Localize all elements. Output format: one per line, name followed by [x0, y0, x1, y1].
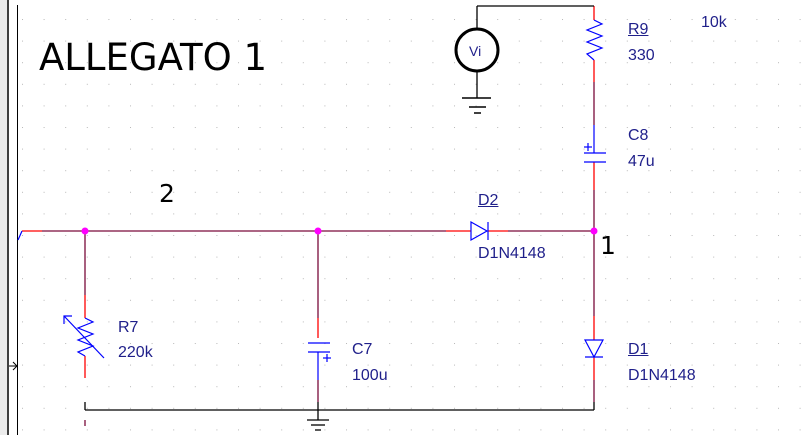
node-label-1: 1 — [600, 231, 616, 260]
voltage-source-vi[interactable] — [454, 27, 500, 73]
d2-value[interactable]: D1N4148 — [478, 245, 546, 262]
page-title: ALLEGATO 1 — [39, 36, 268, 79]
r7-value[interactable]: 220k — [118, 344, 153, 361]
c8-value[interactable]: 47u — [628, 153, 655, 170]
pins — [22, 6, 595, 380]
ground-icon-c7 — [307, 419, 329, 431]
capacitor-c7[interactable] — [308, 342, 331, 380]
d2-ref[interactable]: D2 — [478, 192, 499, 209]
diode-d1[interactable] — [584, 339, 604, 359]
capacitor-c8[interactable] — [584, 125, 606, 163]
ground-icon — [462, 97, 491, 114]
r9-extra-value[interactable]: 10k — [701, 14, 727, 31]
variable-resistor-r7[interactable] — [63, 315, 105, 359]
diode-d2[interactable] — [470, 220, 489, 242]
c8-ref[interactable]: C8 — [628, 127, 649, 144]
c7-ref[interactable]: C7 — [352, 341, 373, 358]
c7-value[interactable]: 100u — [352, 367, 388, 384]
r7-ref[interactable]: R7 — [118, 319, 139, 336]
junctions — [81, 227, 598, 235]
r9-value[interactable]: 330 — [628, 47, 655, 64]
grid — [18, 0, 809, 435]
left-ruler — [0, 0, 7, 435]
d1-ref[interactable]: D1 — [628, 341, 649, 358]
source-label: Vi — [469, 43, 482, 59]
r9-ref[interactable]: R9 — [628, 21, 649, 38]
ground-wires — [84, 5, 595, 426]
wires — [42, 82, 595, 402]
d1-value[interactable]: D1N4148 — [628, 367, 696, 384]
resistor-r9[interactable] — [585, 19, 604, 61]
node-label-2: 2 — [159, 179, 175, 208]
margin-marker — [9, 361, 18, 371]
